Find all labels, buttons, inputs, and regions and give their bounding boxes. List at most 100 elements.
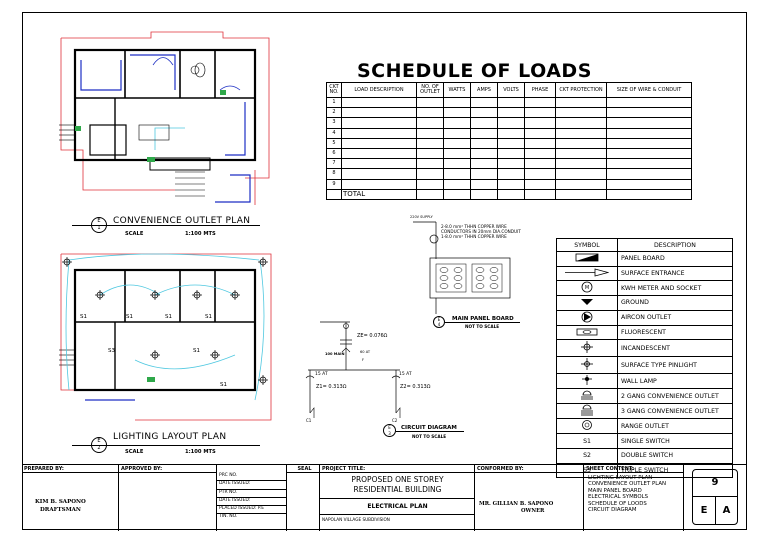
prepared-by-cell: PREPARED BY: KIM B. SAPONO DRAFTSMAN — [22, 465, 119, 531]
panel-wire-note-3: 1-8.0 mm² THHN COPPER WIRE — [441, 234, 507, 239]
legend-description: INCANDESCENT — [617, 339, 733, 358]
legend-row: RANGE OUTLET — [556, 418, 733, 435]
3gang-outlet-icon — [556, 403, 618, 420]
switch-label-4: S1 — [205, 314, 212, 320]
project-line-1: PROPOSED ONE STOREY — [351, 475, 444, 484]
schedule-ckt-no: 1 — [326, 96, 342, 109]
aircon-outlet-icon — [556, 309, 618, 326]
lighting-scale-value: 1:100 MTS — [185, 449, 216, 455]
incandescent-icon — [556, 339, 618, 358]
schedule-ckt-no: 7 — [326, 158, 342, 170]
sheet-letter-e: E — [693, 497, 716, 524]
schedule-ckt-no: 5 — [326, 137, 342, 149]
date-issued-label-2: DATE ISSUED: — [217, 498, 287, 507]
col-ckt-no: CKT NO. — [326, 82, 342, 98]
col-phase: PHASE — [524, 82, 556, 98]
schedule-ckt-no: 2 — [326, 107, 342, 119]
circuit-underline — [396, 431, 464, 432]
legend-description: RANGE OUTLET — [617, 418, 733, 435]
title-block: PREPARED BY: KIM B. SAPONO DRAFTSMAN APP… — [22, 464, 747, 531]
legend-description: SURFACE TYPE PINLIGHT — [617, 356, 733, 375]
legend-row: WALL LAMP — [556, 373, 733, 390]
col-volts: VOLTS — [497, 82, 525, 98]
legend-row: INCANDESCENT — [556, 339, 733, 358]
circuit-not-to-scale: NOT TO SCALE — [412, 434, 447, 439]
col-no-of-outlet: NO. OF OUTLET — [416, 82, 444, 98]
date-issued-label: DATE ISSUED: — [217, 481, 287, 490]
schedule-row: 9 — [326, 178, 692, 190]
circuit-right-at: 15 AT — [399, 372, 412, 377]
conformed-by-label: CONFORMED BY: — [475, 465, 584, 473]
schedule-row: 4 — [326, 127, 692, 139]
legend-row: 3 GANG CONVENIENCE OUTLET — [556, 403, 733, 420]
schedule-row: 2 — [326, 107, 692, 119]
prepared-by-label: PREPARED BY: — [22, 465, 119, 473]
lighting-scale-label: SCALE — [125, 449, 144, 455]
schedule-total-label: TOTAL — [341, 188, 417, 200]
switch-label-3: S1 — [165, 314, 172, 320]
schedule-row: 5 — [326, 137, 692, 149]
switch-label-1: S1 — [80, 314, 87, 320]
legend-description: TRIPLE SWITCH — [617, 462, 733, 479]
legend-col-description: DESCRIPTION — [617, 238, 733, 252]
range-outlet-icon — [556, 418, 618, 435]
sheet-number-box: 9 E A — [692, 469, 738, 525]
preparer-role: DRAFTSMAN — [40, 507, 81, 513]
pinlight-icon — [556, 356, 618, 375]
circuit-c2: C2 — [392, 418, 398, 423]
panel-title: MAIN PANEL BOARD — [452, 316, 514, 322]
panel-board-icon — [556, 251, 618, 267]
convenience-plan-underline — [72, 225, 260, 226]
legend-description: 2 GANG CONVENIENCE OUTLET — [617, 388, 733, 405]
approved-by-cell: APPROVED BY: — [119, 465, 217, 531]
circuit-ze: ZE= 0.076Ω — [357, 333, 388, 339]
circuit-main: 100 MAIN — [325, 352, 345, 356]
sheet-letter-a: A — [722, 505, 731, 516]
panel-not-to-scale: NOT TO SCALE — [465, 324, 500, 329]
schedule-ckt-no: 9 — [326, 178, 342, 190]
preparer-name: KIM B. SAPONO — [35, 499, 86, 505]
ground-icon — [556, 295, 618, 311]
switch-label-6: S1 — [193, 348, 200, 354]
legend-row: GROUND — [556, 295, 733, 311]
sheet-content-item: CIRCUIT DIAGRAM — [588, 507, 637, 514]
sheet-content-item: SCHEDULE OF LOODS — [588, 500, 647, 507]
license-info-cell: PRC NO. DATE ISSUED: PTR NO. DATE ISSUED… — [217, 465, 287, 531]
conformed-by-cell: CONFORMED BY: MR. GILLIAN B. SAPONO OWNE… — [475, 465, 584, 531]
schedule-ckt-no: 6 — [326, 147, 342, 160]
ptr-label: PTR NO. — [217, 490, 287, 498]
plan-name: ELECTRICAL PLAN — [320, 498, 475, 515]
circuit-c1: C1 — [306, 418, 312, 423]
fluorescent-icon — [556, 324, 618, 341]
schedule-ckt-no: 4 — [326, 127, 342, 139]
legend-description: 3 GANG CONVENIENCE OUTLET — [617, 403, 733, 420]
schedule-row: 8 — [326, 168, 692, 180]
switch-label-5: S3 — [108, 348, 115, 354]
legend-description: SINGLE SWITCH — [617, 433, 733, 449]
main-panel-board-diagram — [413, 221, 511, 314]
switch-label-2: S1 — [126, 314, 133, 320]
sheet-content-item: MAIN PANEL BOARD — [588, 487, 642, 494]
schedule-row: 1 — [326, 96, 692, 109]
schedule-of-loads-table: CKT NO. LOAD DESCRIPTION NO. OF OUTLET W… — [326, 82, 692, 200]
circuit-f: F — [362, 358, 365, 362]
col-load-description: LOAD DESCRIPTION — [341, 82, 417, 98]
panel-wire-note-2: CONDUCTORS IN 20mm DIA.CONDUIT — [441, 229, 521, 234]
svg-text:M: M — [585, 285, 589, 291]
sheet-number: 9 — [693, 470, 737, 497]
owner-name: MR. GILLIAN B. SAPONO — [479, 501, 554, 507]
legend-description: DOUBLE SWITCH — [617, 447, 733, 464]
panel-underline — [445, 322, 520, 323]
2gang-outlet-icon — [556, 388, 618, 405]
lighting-plan-underline — [72, 445, 260, 446]
circuit-title: CIRCUIT DIAGRAM — [401, 425, 457, 431]
circuit-left-at: 15 AT — [315, 372, 328, 377]
circuit-z2: Z2= 0.313Ω — [400, 384, 431, 390]
legend-description: GROUND — [617, 295, 733, 311]
